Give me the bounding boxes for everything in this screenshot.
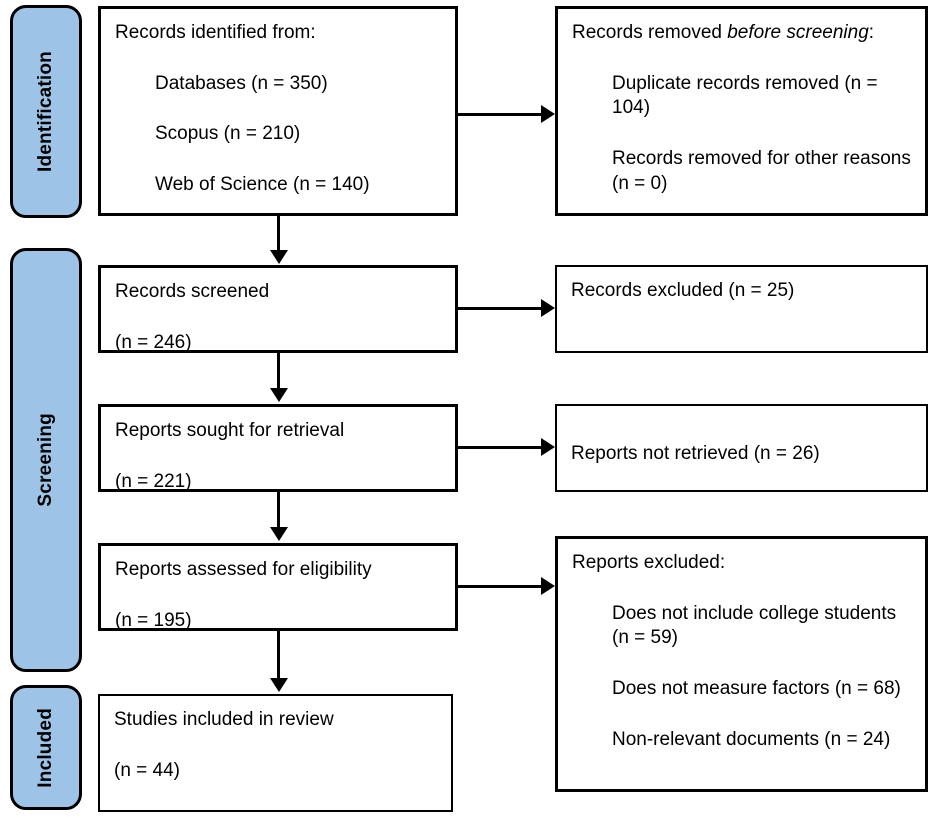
records-screened-count: (n = 246): [115, 331, 192, 353]
records-removed-heading-pre: Records removed: [572, 22, 728, 43]
stage-label-screening: Screening: [35, 413, 56, 507]
reports-assessed-heading: Reports assessed for eligibility: [115, 559, 372, 580]
records-removed-heading-post: :: [868, 22, 875, 43]
reports-not-retrieved-heading: Reports not retrieved (n = 26): [571, 443, 820, 464]
records-identified-heading: Records identified from:: [115, 22, 316, 43]
box-records-identified: Records identified from: Databases (n = …: [98, 6, 458, 216]
reports-sought-heading: Reports sought for retrieval: [115, 420, 345, 441]
box-records-screened: Records screened (n = 246): [98, 265, 458, 353]
arrowhead-identified-to-screened: [270, 250, 288, 264]
box-reports-assessed: Reports assessed for eligibility (n = 19…: [98, 543, 458, 631]
arrowhead-screened-to-excluded: [541, 299, 555, 317]
arrowhead-screened-to-sought: [270, 388, 288, 402]
box-studies-included: Studies included in review (n = 44): [98, 694, 453, 812]
records-identified-source-databases: Databases (n = 350): [155, 72, 328, 94]
stage-bar-identification: Identification: [10, 5, 82, 218]
stage-bar-screening: Screening: [10, 248, 82, 672]
reports-sought-count: (n = 221): [115, 470, 192, 492]
connector-identified-to-screened: [277, 216, 280, 254]
studies-included-count: (n = 44): [114, 759, 181, 781]
reports-excluded-reason-no-factors: Does not measure factors (n = 68): [612, 678, 901, 700]
records-removed-reason-other: Records removed for other reasons (n = 0…: [612, 148, 911, 194]
reports-excluded-reason-non-relevant: Non-relevant documents (n = 24): [612, 728, 891, 750]
arrowhead-sought-to-not-retrieved: [541, 438, 555, 456]
stage-bar-included: Included: [10, 685, 82, 810]
arrowhead-sought-to-assessed: [270, 527, 288, 541]
connector-sought-to-assessed: [277, 492, 280, 530]
box-reports-excluded: Reports excluded: Does not include colle…: [555, 536, 928, 792]
connector-assessed-to-excluded: [458, 585, 541, 588]
stage-label-included: Included: [35, 707, 56, 788]
connector-sought-to-not-retrieved: [458, 446, 541, 449]
box-records-excluded: Records excluded (n = 25): [555, 265, 928, 353]
reports-excluded-reason-no-college-students: Does not include college students (n = 5…: [612, 602, 897, 649]
reports-excluded-heading: Reports excluded:: [572, 552, 726, 573]
connector-screened-to-excluded: [458, 307, 541, 310]
records-screened-heading: Records screened: [115, 281, 270, 302]
connector-assessed-to-included: [277, 631, 280, 683]
records-excluded-heading: Records excluded (n = 25): [571, 280, 795, 301]
stage-label-identification: Identification: [35, 50, 56, 173]
studies-included-heading: Studies included in review: [114, 709, 334, 730]
box-reports-not-retrieved: Reports not retrieved (n = 26): [555, 404, 928, 492]
arrowhead-assessed-to-excluded: [541, 577, 555, 595]
reports-assessed-count: (n = 195): [115, 609, 192, 631]
records-removed-reason-duplicates: Duplicate records removed (n = 104): [612, 72, 878, 119]
records-removed-heading-italic: before screening: [727, 22, 869, 43]
connector-screened-to-sought: [277, 353, 280, 391]
records-removed-heading: Records removed before screening:: [572, 21, 911, 46]
records-identified-source-scopus: Scopus (n = 210): [155, 123, 301, 145]
records-identified-source-web-of-science: Web of Science (n = 140): [155, 174, 370, 196]
arrowhead-identified-to-removed: [541, 105, 555, 123]
connector-identified-to-removed: [458, 113, 541, 116]
arrowhead-assessed-to-included: [270, 678, 288, 692]
box-reports-sought: Reports sought for retrieval (n = 221): [98, 404, 458, 492]
box-records-removed: Records removed before screening: Duplic…: [555, 6, 928, 216]
